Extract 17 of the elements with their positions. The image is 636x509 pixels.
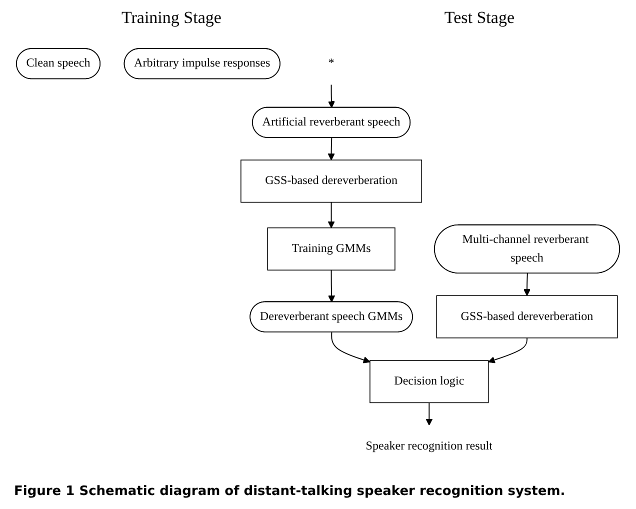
node-box: GSS-based dereverberation (436, 295, 618, 338)
arrow (523, 273, 531, 296)
node-text: Speaker recognition result (366, 440, 493, 453)
caption: Figure 1 Schematic diagram of distant-talking speaker recognition system. (13, 483, 566, 501)
node-text: * (328, 56, 334, 70)
arrow (488, 337, 528, 364)
arrow (426, 402, 433, 426)
arrow (328, 84, 335, 108)
arrow (328, 270, 336, 302)
node-box: Training GMMs (267, 227, 396, 270)
arrow (328, 137, 335, 160)
arrow (328, 202, 335, 228)
node-box: Decision logic (370, 360, 489, 404)
arrow (331, 332, 370, 364)
stage-heading: Test Stage (443, 7, 516, 29)
node-box: GSS-based dereverberation (240, 160, 422, 203)
stage-heading: Training Stage (120, 7, 222, 29)
